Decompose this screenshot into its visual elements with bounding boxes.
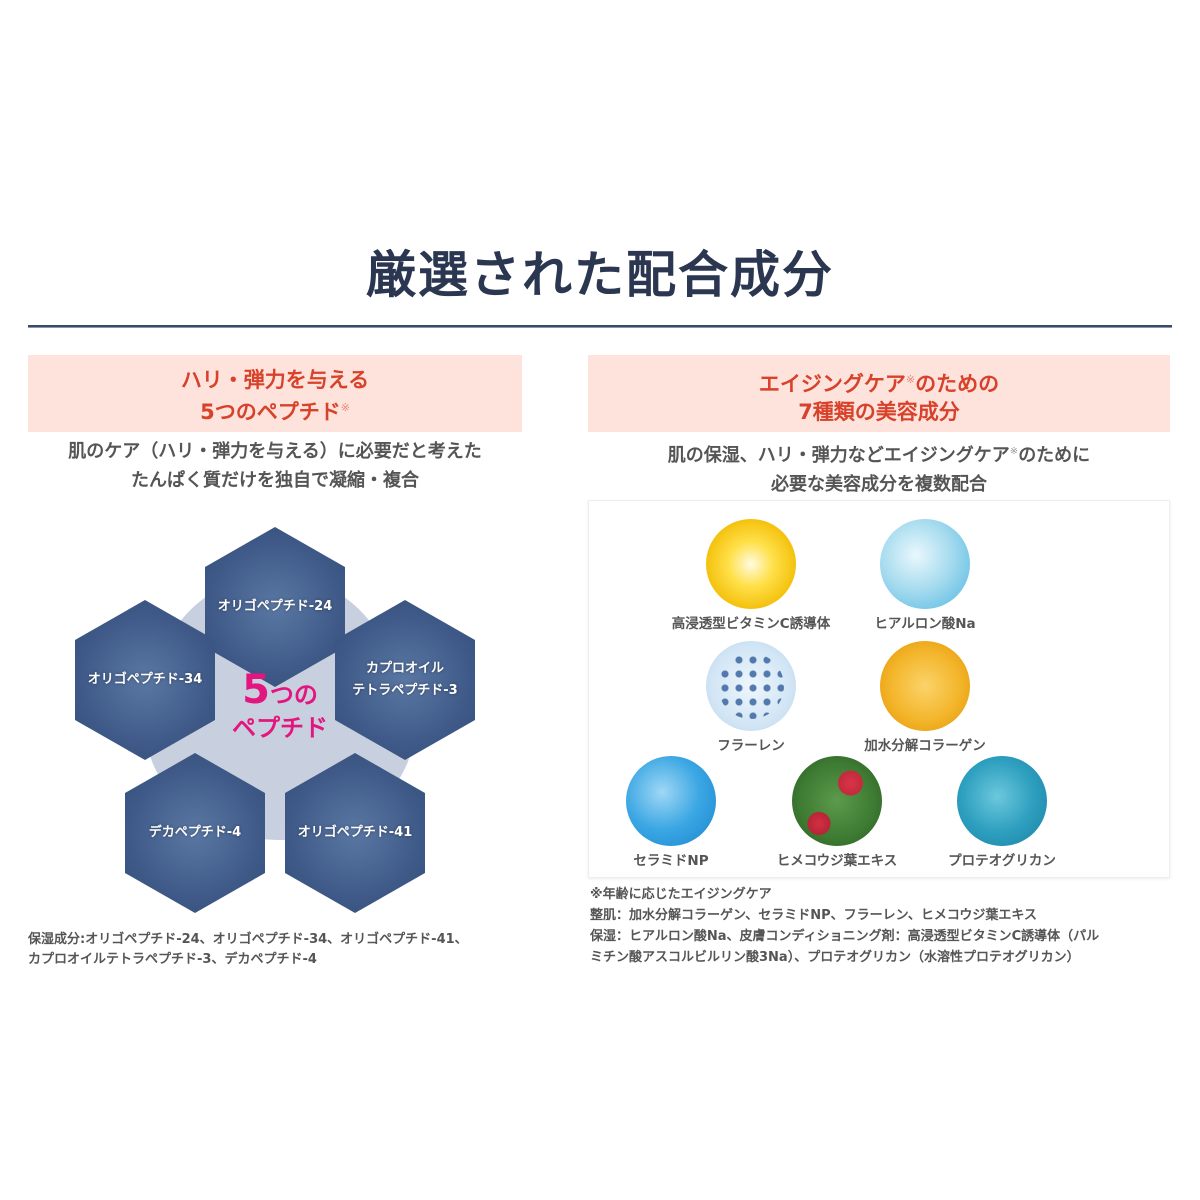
hexagon-caprooyl-tetrapeptide-3: カプロオイル テトラペプチド-3 [335, 600, 475, 760]
ingredient-proteoglycan: プロテオグリカン [912, 756, 1092, 870]
ingredient-hyaluronic: ヒアルロン酸Na [835, 519, 1015, 633]
hexagon-oligopeptide-41: オリゴペプチド-41 [285, 753, 425, 913]
hyaluronic-droplet-image [880, 519, 970, 609]
proteoglycan-bubbles-image [957, 756, 1047, 846]
footnote-line: 保湿：ヒアルロン酸Na、皮膚コンディショニング剤：高浸透型ビタミンC誘導体（パル [590, 929, 1100, 944]
ingredients-heading-line1: エイジングケア※のための [758, 372, 1000, 396]
ingredient-collagen: 加水分解コラーゲン [835, 641, 1015, 755]
title-divider [28, 325, 1172, 328]
peptide-subtitle: 肌のケア（ハリ・弾力を与える）に必要だと考えた たんぱく質だけを独自で凝縮・複合 [28, 437, 522, 495]
peptide-heading-box: ハリ・弾力を与える 5つのペプチド※ [28, 355, 522, 432]
footnote-mark: ※ [340, 401, 350, 414]
hexagon-oligopeptide-34: オリゴペプチド-34 [75, 600, 215, 760]
ingredients-subtitle-line2: 必要な美容成分を複数配合 [771, 474, 987, 495]
footnote-line: ミチン酸アスコルビルリン酸3Na）、プロテオグリカン（水溶性プロテオグリカン） [590, 950, 1080, 965]
collagen-droplet-image [880, 641, 970, 731]
ingredient-ceramide: セラミドNP [581, 756, 761, 870]
peptide-subtitle-line1: 肌のケア（ハリ・弾力を与える）に必要だと考えた [68, 441, 482, 462]
wintergreen-berries-image [792, 756, 882, 846]
peptide-heading-line1: ハリ・弾力を与える [180, 368, 370, 392]
ingredients-footnotes: ※年齢に応じたエイジングケア 整肌：加水分解コラーゲン、セラミドNP、フラーレン… [590, 884, 1180, 968]
ingredient-vitamin-c: 高浸透型ビタミンC誘導体 [661, 519, 841, 633]
ingredients-heading-box: エイジングケア※のための 7種類の美容成分 [588, 355, 1170, 432]
ingredients-heading-line2: 7種類の美容成分 [798, 400, 960, 424]
ceramide-water-image [626, 756, 716, 846]
ingredient-fullerene: フラーレン [661, 641, 841, 755]
diagram-center-label: 5つの ペプチド [232, 667, 328, 742]
hexagon-oligopeptide-24: オリゴペプチド-24 [205, 527, 345, 687]
ingredients-subtitle: 肌の保湿、ハリ・弾力などエイジングケア※のために 必要な美容成分を複数配合 [588, 437, 1170, 499]
peptide-hex-diagram: オリゴペプチド-24 オリゴペプチド-34 カプロオイル テトラペプチド-3 デ… [60, 520, 500, 920]
vitamin-c-droplet-image [706, 519, 796, 609]
ingredients-subtitle-line1: 肌の保湿、ハリ・弾力などエイジングケア※のために [667, 445, 1091, 466]
hexagon-decapeptide-4: デカペプチド-4 [125, 753, 265, 913]
footnote-line: 整肌：加水分解コラーゲン、セラミドNP、フラーレン、ヒメコウジ葉エキス [590, 908, 1037, 923]
peptide-footnote: 保湿成分:オリゴペプチド-24、オリゴペプチド-34、オリゴペプチド-41、 カ… [28, 932, 468, 967]
peptide-subtitle-line2: たんぱく質だけを独自で凝縮・複合 [131, 470, 419, 491]
fullerene-molecule-image [706, 641, 796, 731]
ingredient-wintergreen: ヒメコウジ葉エキス [747, 756, 927, 870]
peptide-heading-line2: 5つのペプチド※ [200, 400, 350, 424]
ingredients-panel: 高浸透型ビタミンC誘導体 ヒアルロン酸Na フラーレン 加水分解コラーゲン セラ… [588, 500, 1170, 878]
footnote-line: ※年齢に応じたエイジングケア [590, 887, 772, 902]
footnote-mark: ※ [905, 373, 916, 386]
page-title: 厳選された配合成分 [366, 246, 834, 304]
